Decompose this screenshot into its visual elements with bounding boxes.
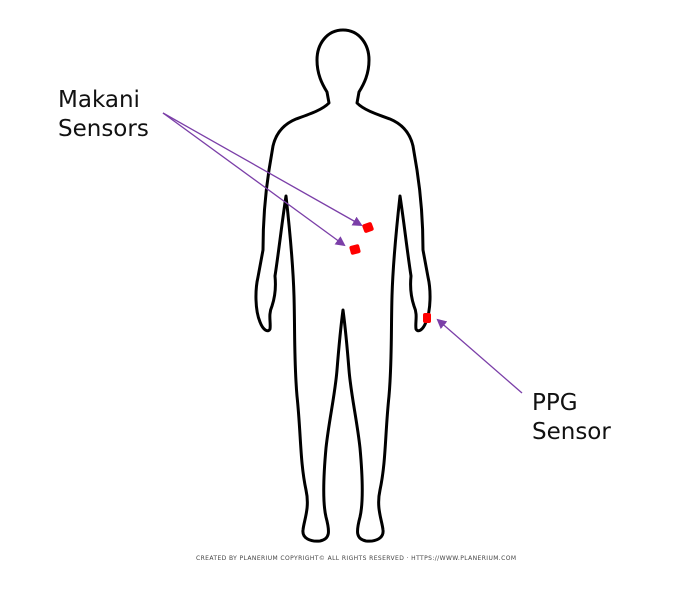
- makani-sensor-lower: [349, 244, 361, 255]
- arrow-to-ppg-sensor: [436, 318, 523, 394]
- makani-sensor-upper: [362, 222, 374, 233]
- makani-label-line2: Sensors: [58, 116, 149, 142]
- arrow-to-makani-lower: [162, 112, 346, 247]
- ppg-sensor-label: PPG Sensor: [532, 389, 611, 447]
- ppg-label-line2: Sensor: [532, 419, 611, 445]
- arrow-to-makani-upper: [162, 112, 363, 226]
- ppg-sensor: [423, 313, 431, 323]
- makani-sensors-label: Makani Sensors: [58, 86, 149, 144]
- human-body-outline: [254, 28, 432, 543]
- ppg-label-line1: PPG: [532, 390, 578, 416]
- copyright-credit: CREATED BY PLANERIUM COPYRIGHT© ALL RIGH…: [196, 555, 517, 562]
- makani-label-line1: Makani: [58, 87, 140, 113]
